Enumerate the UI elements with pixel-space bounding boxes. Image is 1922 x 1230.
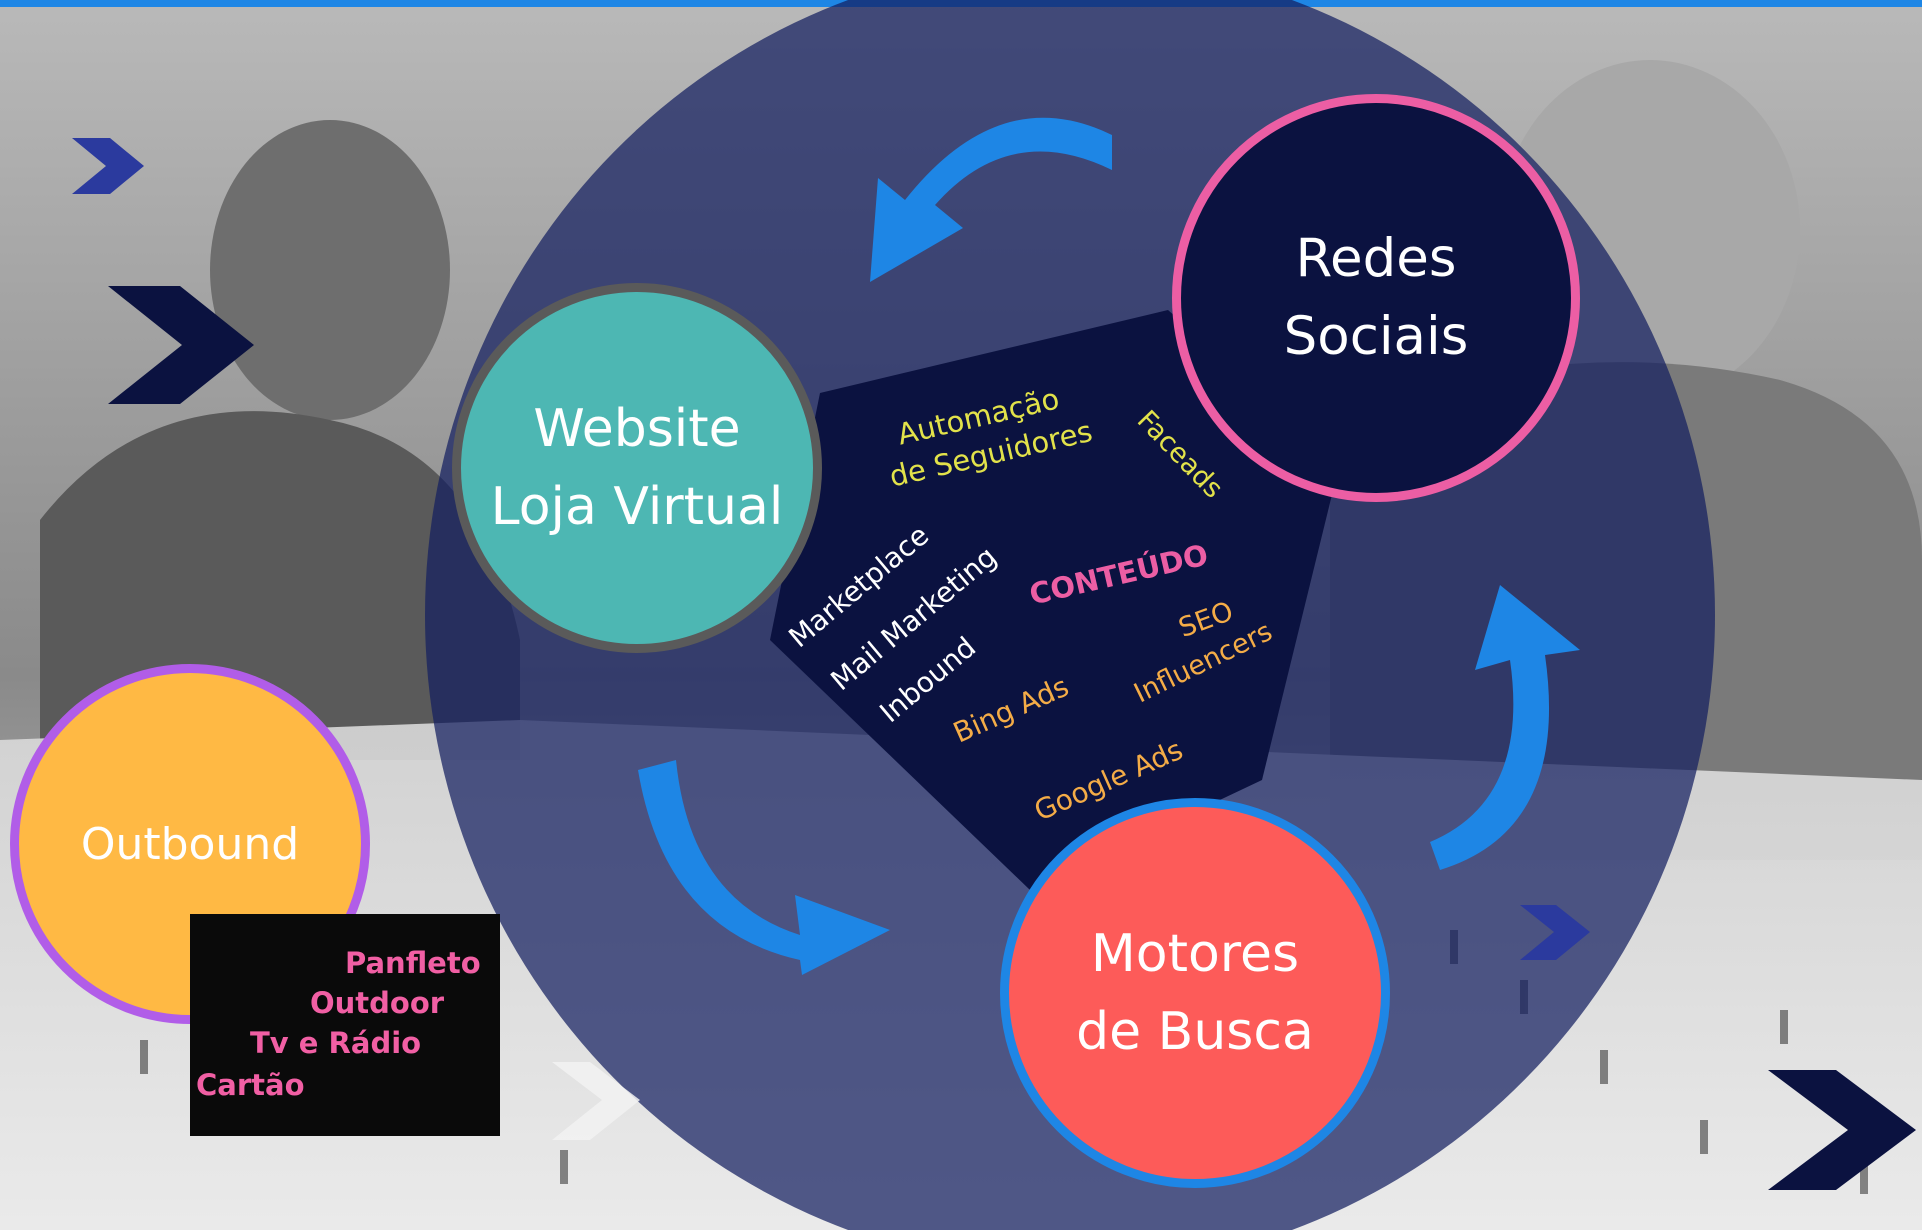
chevron-right-icon [1768,1070,1916,1190]
cycle-arrow-icon [1430,585,1580,870]
cycle-arrow-icon [638,760,890,975]
website-label: Website Loja Virtual [490,399,784,537]
chevron-right-icon [552,1062,640,1140]
cycle-arrow-icon [870,117,1112,282]
outbound-label: Outbound [80,818,300,870]
outbound-item: Panfleto [345,946,481,980]
outbound-item: Outdoor [310,986,445,1020]
chevron-right-icon [72,138,144,194]
outbound-list-box [190,914,500,1136]
chevron-right-icon [108,286,254,404]
motores-de-busca-circle: Motores de Busca [1000,798,1390,1188]
chevron-right-icon [1520,905,1590,960]
outbound-item: Tv e Rádio [250,1026,422,1060]
redes-sociais-circle: Redes Sociais [1172,94,1580,502]
redes-sociais-label: Redes Sociais [1283,228,1469,367]
website-circle: Website Loja Virtual [452,283,822,653]
motores-de-busca-label: Motores de Busca [1076,924,1314,1062]
outbound-item: Cartão [196,1068,305,1102]
